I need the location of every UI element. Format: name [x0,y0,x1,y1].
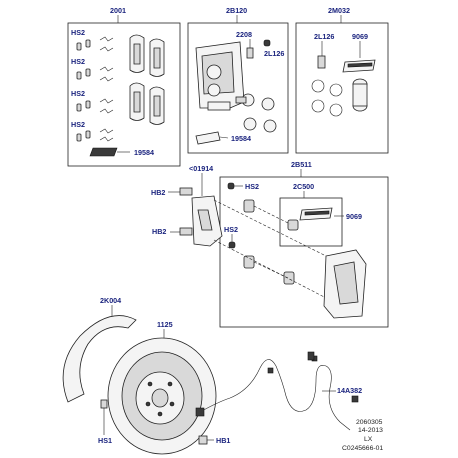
label-2l126-a[interactable]: 2L126 [264,49,284,58]
label-2l126-b[interactable]: 2L126 [314,32,334,41]
bleed-screw-kit [317,55,326,69]
wear-sensor-19584-a [89,147,130,157]
label-2m032[interactable]: 2M032 [328,6,350,15]
group-box-2001 [67,22,181,167]
splash-shield-2k004 [62,315,137,403]
label-hs2-f[interactable]: HS2 [224,225,238,234]
label-hb1[interactable]: HB1 [216,436,230,445]
label-2k004[interactable]: 2K004 [100,296,121,305]
label-hb2-a[interactable]: HB2 [151,188,165,197]
label-9069-b[interactable]: 9069 [346,212,362,221]
caliper-bracket-01914 [191,195,223,247]
seal-kit-9069 [342,59,376,112]
dust-cap [263,39,271,47]
label-9069-a[interactable]: 9069 [352,32,368,41]
guide-pins [243,199,295,285]
brake-disc-1125 [107,337,217,455]
brake-pads-upper [129,34,165,77]
seal-kit-9069-b [287,207,333,231]
label-hs1[interactable]: HS1 [98,436,112,445]
wear-sensor-19584-b [195,131,229,145]
label-2b120[interactable]: 2B120 [226,6,247,15]
label-14a382[interactable]: 14A382 [337,386,362,395]
piston-seals [311,79,343,117]
hardware-clips-2001: HS2 HS2 HS2 HS2 [71,28,114,142]
label-hs2-a[interactable]: HS2 [71,28,85,37]
label-2001[interactable]: 2001 [110,6,126,15]
label-hs2-b[interactable]: HS2 [71,57,85,66]
footer-model: LX [364,436,373,443]
assembly-lines [213,199,331,301]
label-hs2-d[interactable]: HS2 [71,120,85,129]
label-01914[interactable]: <01914 [189,164,213,173]
caliper-carrier-2b511 [323,249,367,319]
label-hs2-e[interactable]: HS2 [245,182,259,191]
footer-date: 14-2013 [358,427,383,434]
label-2208[interactable]: 2208 [236,30,252,39]
caliper-2b120 [195,41,245,111]
group-box-2b120 [187,22,289,154]
label-2c500[interactable]: 2C500 [293,182,314,191]
label-hb2-b[interactable]: HB2 [152,227,166,236]
bolt-hb2-b [179,227,193,236]
cap-hs2-f [228,241,236,249]
label-19584-a[interactable]: 19584 [134,148,154,157]
brake-pads-lower [129,82,165,125]
bolt-hb2-a [179,187,193,196]
abs-sensor-14a382 [195,351,359,431]
label-19584-b[interactable]: 19584 [231,134,251,143]
label-2b511[interactable]: 2B511 [291,160,312,169]
caliper-pistons [235,93,277,133]
group-box-2b511 [219,176,389,328]
cap-hs2-e [227,182,235,190]
footer-ref: C0245666-01 [342,445,383,452]
screw-hs1 [100,399,108,409]
bleed-screw [246,47,254,59]
footer-code: 2060305 [356,419,383,426]
label-1125[interactable]: 1125 [157,320,173,329]
label-hs2-c[interactable]: HS2 [71,89,85,98]
bolt-hb1 [198,435,208,445]
group-box-2c500 [279,197,343,247]
group-box-2m032 [295,22,389,154]
